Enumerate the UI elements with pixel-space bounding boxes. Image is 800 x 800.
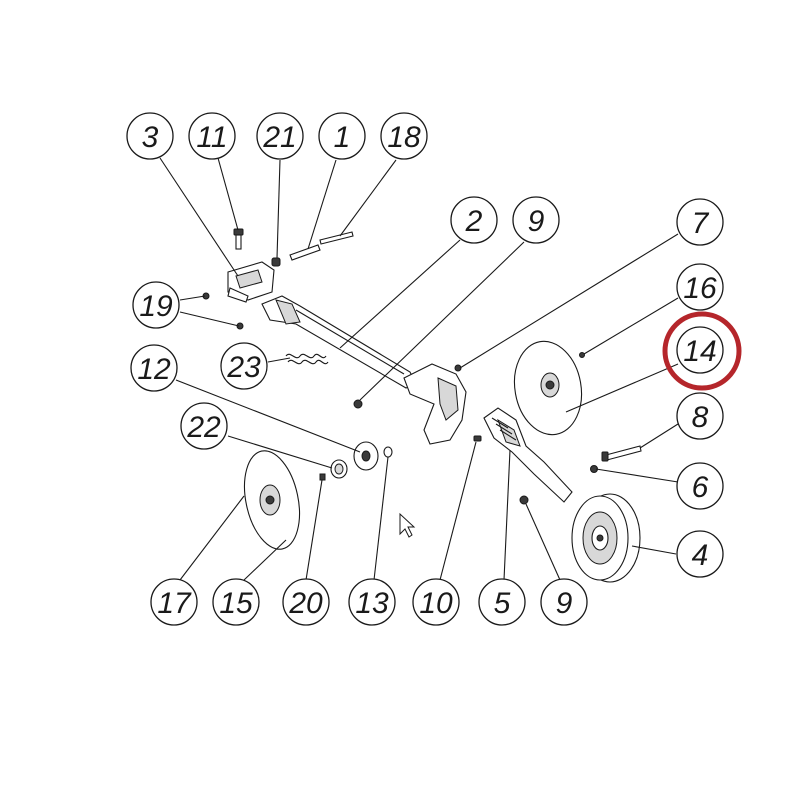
part-wheel[interactable] <box>571 493 641 583</box>
callout-label: 23 <box>226 351 261 384</box>
part-washer-13[interactable] <box>383 446 393 458</box>
callout-20[interactable]: 20 <box>282 578 330 626</box>
callout-4[interactable]: 4 <box>676 530 724 578</box>
parts-drawing <box>202 228 642 583</box>
part-pin-18[interactable] <box>319 231 354 245</box>
callout-label: 13 <box>355 587 389 620</box>
callout-17[interactable]: 17 <box>150 578 198 626</box>
callout-label: 9 <box>556 587 573 620</box>
callout-label: 18 <box>387 121 421 154</box>
callout-label: 3 <box>142 121 159 154</box>
callout-label: 21 <box>262 121 296 154</box>
callout-label: 6 <box>692 471 709 504</box>
part-hub-bracket[interactable] <box>403 363 467 445</box>
callout-9-lower[interactable]: 9 <box>540 578 588 626</box>
callout-10[interactable]: 10 <box>412 578 460 626</box>
callout-label: 8 <box>692 401 709 434</box>
mouse-pointer-icon <box>399 512 416 538</box>
callout-label: 16 <box>683 272 717 305</box>
callout-label: 14 <box>683 335 716 368</box>
callout-9-upper[interactable]: 9 <box>512 196 560 244</box>
callout-19[interactable]: 19 <box>132 281 180 329</box>
callout-5[interactable]: 5 <box>478 578 526 626</box>
part-spacer-20[interactable] <box>319 473 326 481</box>
part-pin-10[interactable] <box>473 435 482 442</box>
part-lower-arm[interactable] <box>483 407 573 503</box>
part-bushing-21[interactable] <box>271 257 281 267</box>
callout-16[interactable]: 16 <box>676 263 724 311</box>
callout-13[interactable]: 13 <box>348 578 396 626</box>
callout-2[interactable]: 2 <box>450 196 498 244</box>
callout-22[interactable]: 22 <box>180 402 228 450</box>
part-nut-9b[interactable] <box>519 495 529 505</box>
callout-1[interactable]: 1 <box>318 112 366 160</box>
part-disc-right[interactable] <box>507 336 588 440</box>
callout-label: 9 <box>528 205 545 238</box>
part-disc-left[interactable] <box>236 446 308 555</box>
part-nut-9a[interactable] <box>353 399 363 409</box>
leader-lines <box>159 157 679 581</box>
callout-label: 7 <box>692 207 710 240</box>
callout-label: 10 <box>419 587 453 620</box>
callout-7[interactable]: 7 <box>676 198 724 246</box>
part-bracket[interactable] <box>227 261 275 303</box>
callout-label: 19 <box>139 290 173 323</box>
callout-6[interactable]: 6 <box>676 462 724 510</box>
callout-label: 12 <box>137 353 171 386</box>
callout-label: 11 <box>196 121 227 154</box>
callout-label: 22 <box>186 411 221 444</box>
callout-label: 4 <box>692 539 709 572</box>
callout-15[interactable]: 15 <box>212 578 260 626</box>
part-screw-16[interactable] <box>579 352 585 358</box>
part-main-arm[interactable] <box>261 295 417 389</box>
callout-3[interactable]: 3 <box>126 112 174 160</box>
callout-18[interactable]: 18 <box>380 112 428 160</box>
callout-14[interactable]: 14 <box>662 311 742 391</box>
callout-label: 15 <box>219 587 253 620</box>
callout-8[interactable]: 8 <box>676 392 724 440</box>
callout-label: 2 <box>465 205 483 238</box>
part-spring[interactable] <box>285 353 329 365</box>
part-bolt-11[interactable] <box>233 228 244 250</box>
callouts: 3 11 21 1 18 2 9 7 <box>126 112 742 626</box>
callout-12[interactable]: 12 <box>130 344 178 392</box>
highlight-ring <box>662 311 742 391</box>
part-washer-12[interactable] <box>353 441 379 471</box>
callout-11[interactable]: 11 <box>188 112 236 160</box>
part-bearing-22[interactable] <box>330 459 348 479</box>
callout-label: 17 <box>157 587 192 620</box>
callout-label: 5 <box>494 587 511 620</box>
part-pin-1[interactable] <box>289 244 321 261</box>
callout-label: 20 <box>288 587 323 620</box>
callout-label: 1 <box>334 121 351 154</box>
callout-21[interactable]: 21 <box>256 112 304 160</box>
part-bolt-8[interactable] <box>601 445 642 462</box>
callout-23[interactable]: 23 <box>220 342 268 390</box>
